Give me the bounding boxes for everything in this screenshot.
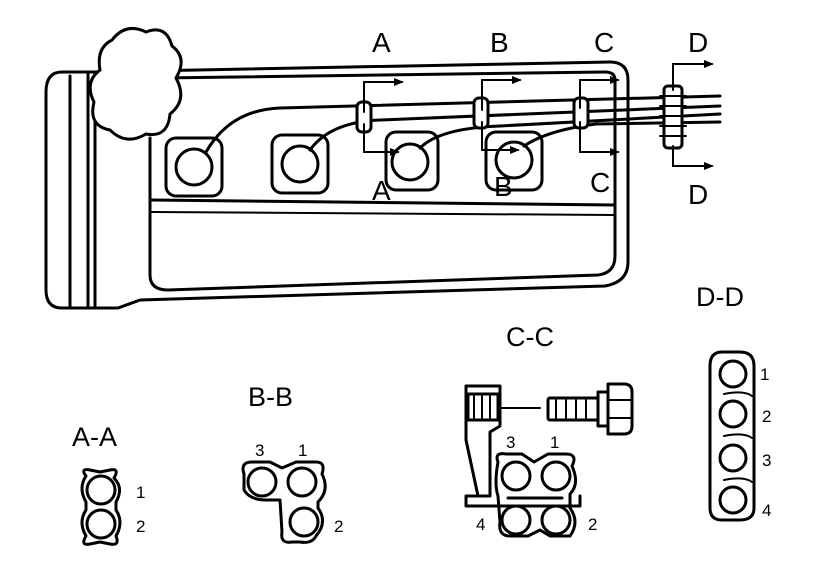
- section-mark-b-top: B: [490, 27, 509, 58]
- spark-plug-cords: [204, 84, 722, 154]
- view-a-a: A-A 1 2: [72, 422, 145, 546]
- view-a-a-title: A-A: [72, 422, 117, 452]
- section-mark-a-top: A: [372, 27, 391, 58]
- oil-filler-cap: [88, 26, 183, 141]
- view-a-a-number-2: 2: [136, 517, 145, 536]
- view-d-d-title: D-D: [696, 282, 744, 312]
- head-cover: [44, 26, 630, 310]
- view-d-d-number-3: 3: [762, 451, 771, 470]
- view-b-b-number-3: 3: [255, 441, 264, 460]
- view-d-d-number-4: 4: [762, 501, 771, 520]
- view-d-d-number-2: 2: [762, 407, 771, 426]
- view-b-b-number-2: 2: [334, 517, 343, 536]
- view-c-c-number-3: 3: [506, 433, 515, 452]
- view-d-d: D-D 1 2 3 4: [696, 282, 771, 522]
- view-c-c-title: C-C: [506, 322, 554, 352]
- view-b-b: B-B 3 1 2: [241, 382, 343, 544]
- view-b-b-number-1: 1: [298, 441, 307, 460]
- view-c-c-number-4: 4: [476, 515, 485, 534]
- section-mark-c-top: C: [594, 27, 614, 58]
- view-c-c-number-2: 2: [588, 515, 597, 534]
- view-a-a-number-1: 1: [136, 483, 145, 502]
- section-arrows: [363, 60, 714, 170]
- spark-plug-wells: [164, 130, 544, 198]
- section-mark-c-inner: C: [590, 167, 610, 198]
- view-b-b-title: B-B: [248, 382, 293, 412]
- section-mark-d-lower: D: [688, 179, 708, 210]
- section-mark-a-inner: A: [372, 175, 391, 206]
- view-d-d-number-1: 1: [760, 365, 769, 384]
- view-c-c-number-1: 1: [550, 433, 559, 452]
- section-mark-d-top: D: [688, 27, 708, 58]
- view-c-c: C-C 3 1 4 2: [464, 322, 634, 538]
- section-mark-b-inner: B: [494, 171, 513, 202]
